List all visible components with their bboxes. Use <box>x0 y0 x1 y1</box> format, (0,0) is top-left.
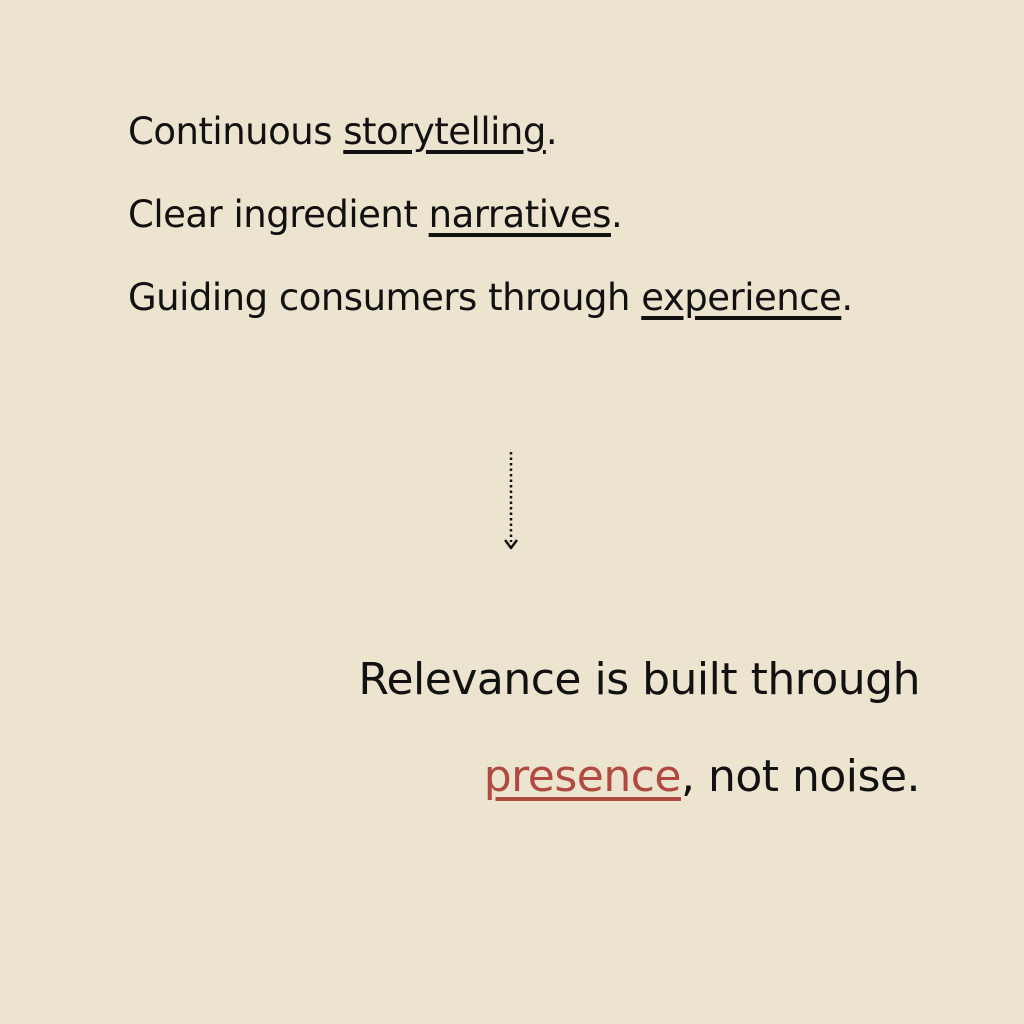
punctuation: . <box>545 110 558 153</box>
line-text: Continuous <box>128 110 344 153</box>
conclusion: Relevance is built through presence, not… <box>358 640 920 834</box>
punctuation: . <box>610 193 623 236</box>
line-text: Guiding consumers through <box>128 276 642 319</box>
statement-line-2: Clear ingredient narratives. <box>128 183 853 266</box>
line-text: Clear ingredient <box>128 193 429 236</box>
line-text: , not noise. <box>680 751 921 802</box>
statement-line-1: Continuous storytelling. <box>128 100 853 183</box>
emphasis-word: storytelling <box>343 110 546 153</box>
punctuation: . <box>841 276 853 319</box>
conclusion-line-2: presence, not noise. <box>358 737 921 834</box>
emphasis-word: narratives <box>428 193 612 236</box>
emphasis-word: experience <box>641 276 842 319</box>
accent-emphasis-word: presence <box>483 751 682 802</box>
conclusion-line-1: Relevance is built through <box>358 654 920 705</box>
statement-list: Continuous storytelling. Clear ingredien… <box>128 100 853 349</box>
statement-line-3: Guiding consumers through experience. <box>128 266 853 349</box>
dotted-down-arrow-icon <box>504 452 518 550</box>
